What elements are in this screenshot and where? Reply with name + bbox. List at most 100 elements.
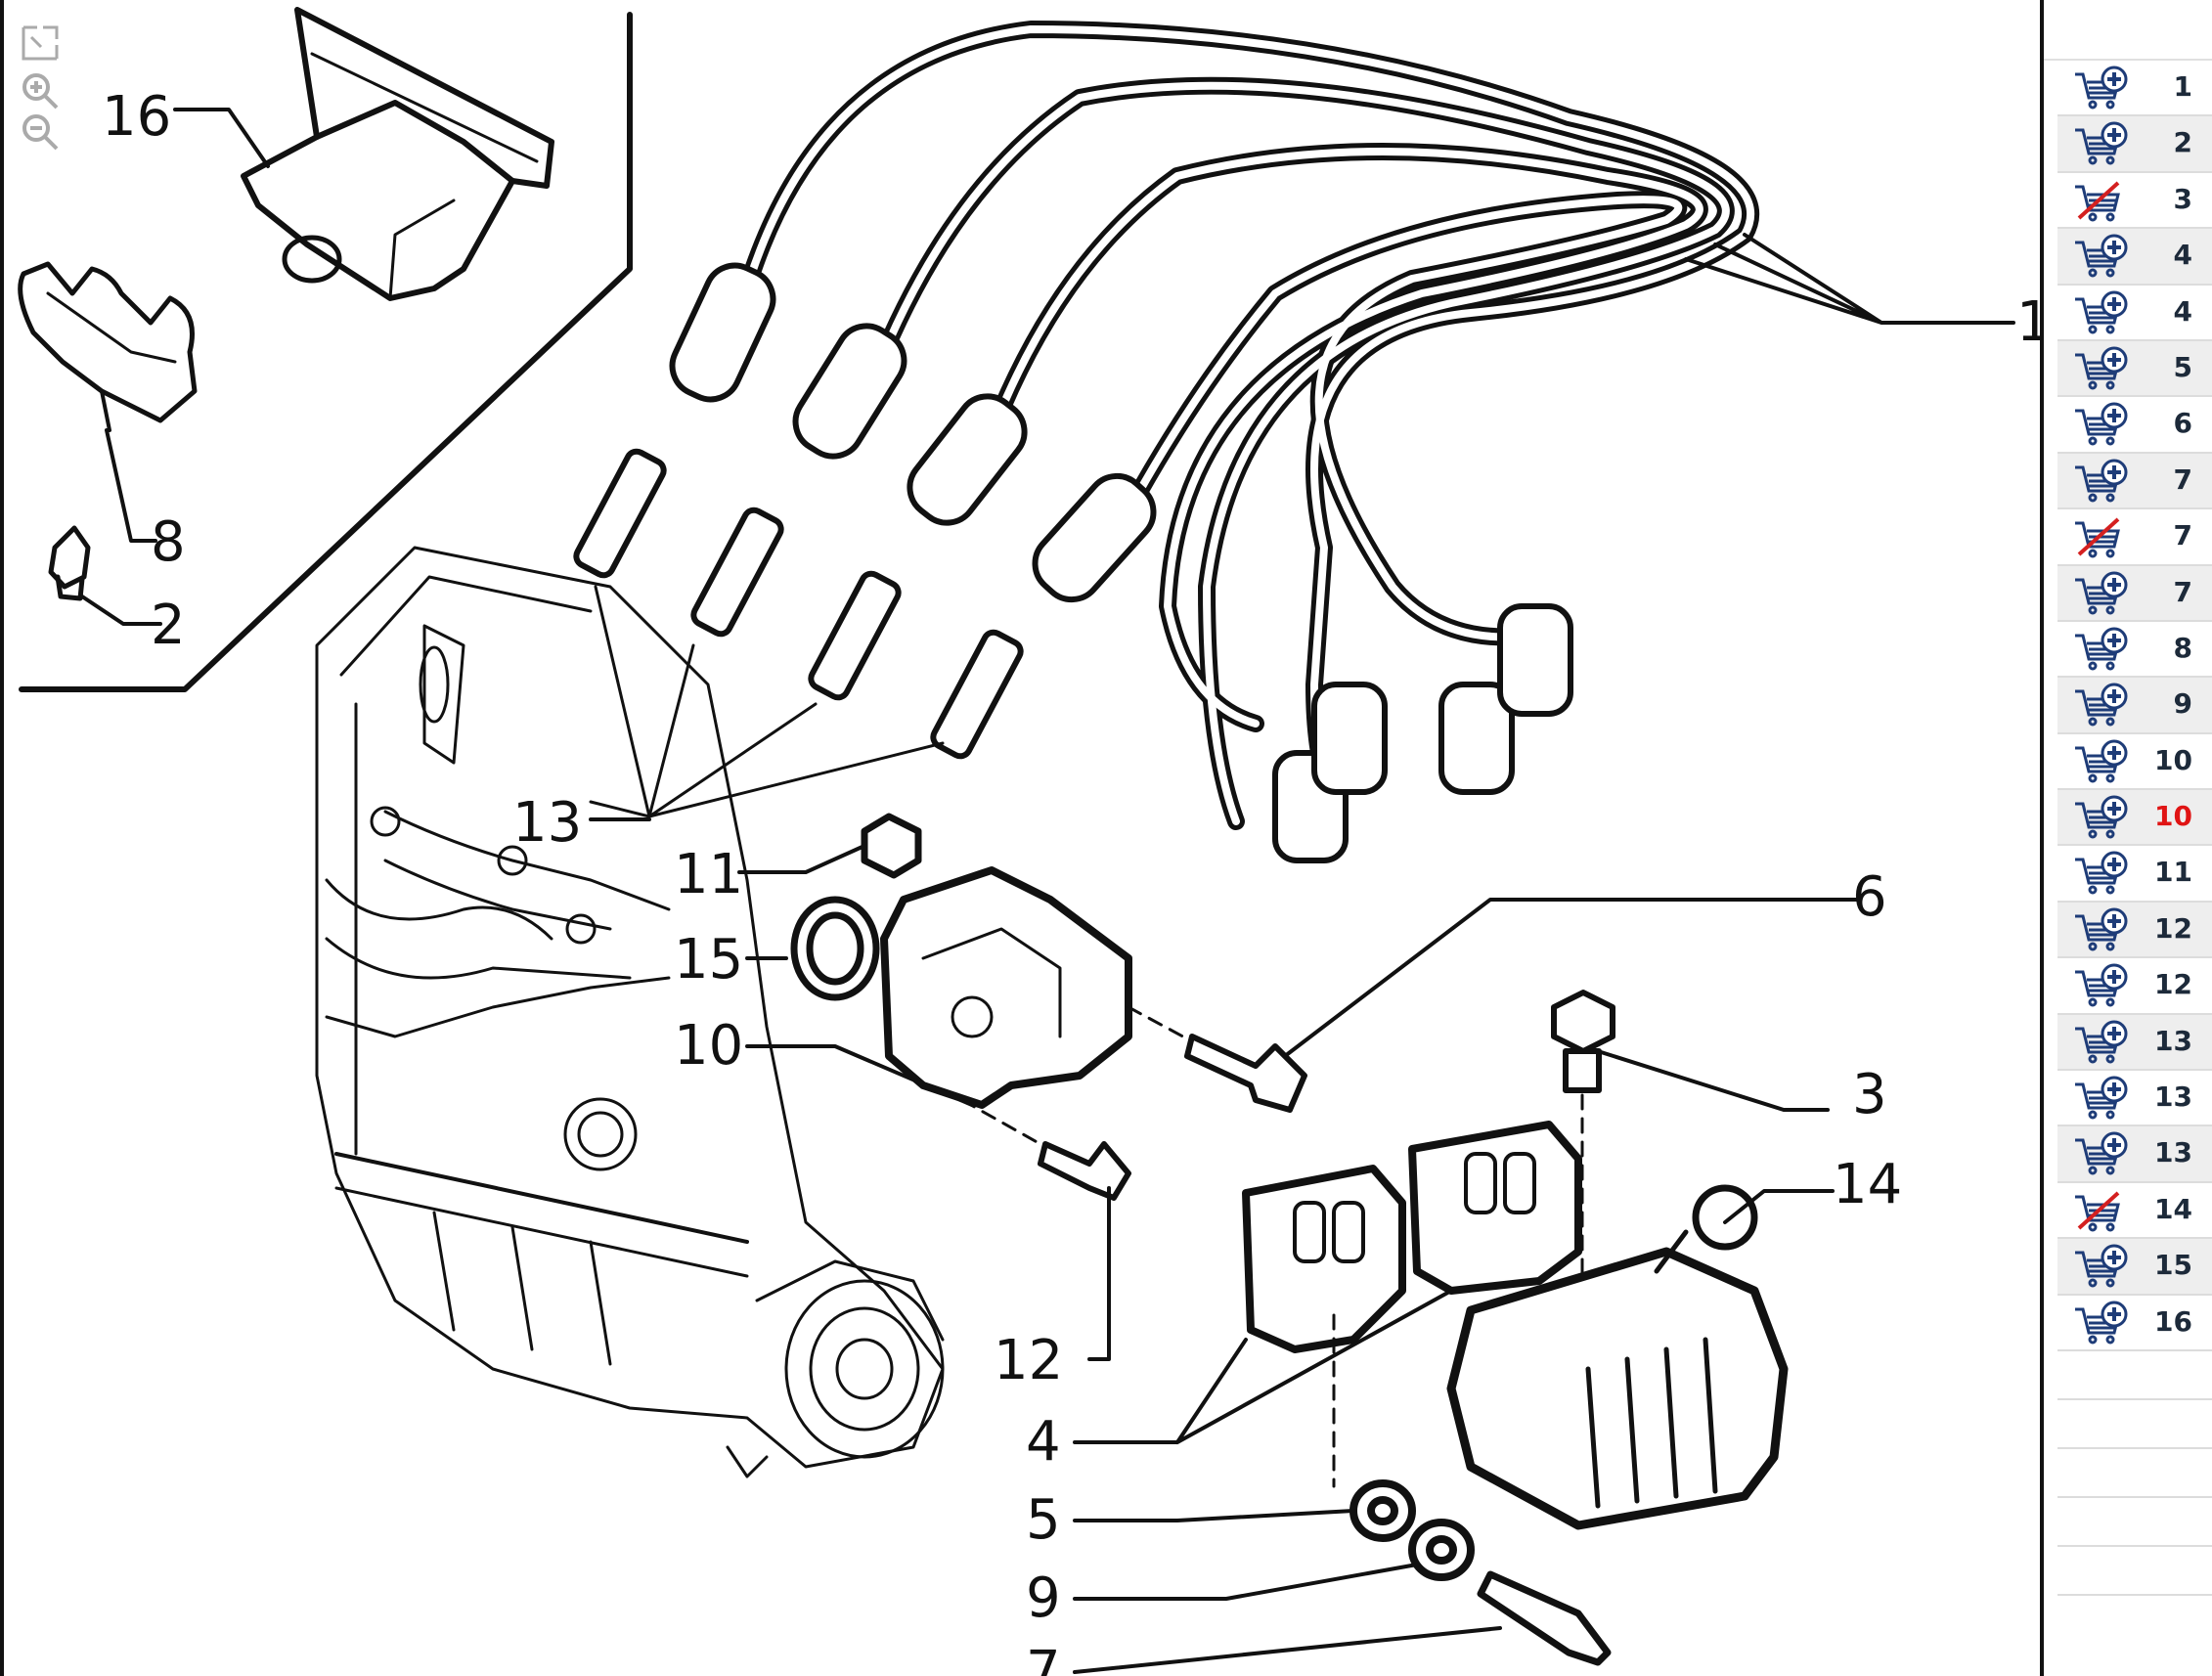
parts-list-row[interactable]: 12 [2057, 902, 2212, 959]
part-14-cover [1446, 1184, 1789, 1530]
callout-labels: 16821131115106312144597 [102, 85, 2040, 1676]
add-to-cart-icon[interactable] [2071, 1243, 2132, 1290]
part-ref-number: 8 [2173, 631, 2192, 664]
callout-3: 3 [1852, 1063, 1887, 1126]
callout-5: 5 [1026, 1488, 1061, 1552]
part-ref-number: 13 [2154, 1081, 2192, 1114]
add-to-cart-icon[interactable] [2071, 1130, 2132, 1177]
part-7-bolt [1477, 1570, 1612, 1666]
parts-list-row[interactable]: 14 [2057, 1183, 2212, 1240]
parts-list-row[interactable]: 7 [2057, 509, 2212, 566]
part-ref-number: 10 [2154, 800, 2192, 833]
part-ref-number: 4 [2173, 239, 2192, 272]
parts-list-row[interactable]: 10 [2057, 734, 2212, 791]
callout-14: 14 [1833, 1153, 1902, 1216]
parts-list-row[interactable]: 13 [2057, 1126, 2212, 1183]
parts-list-row[interactable]: 12 [2057, 958, 2212, 1015]
part-12-bolt [1038, 1141, 1131, 1201]
part-ref-number: 12 [2154, 911, 2192, 945]
parts-list-row[interactable]: 5 [2057, 340, 2212, 398]
part-ref-number: 14 [2154, 1192, 2192, 1225]
add-to-cart-icon[interactable] [2071, 233, 2132, 280]
part-ref-number: 15 [2154, 1249, 2192, 1282]
callout-13: 13 [512, 791, 582, 855]
part-5-washer [1349, 1479, 1416, 1542]
diagram-viewer[interactable]: 16821131115106312144597 [0, 0, 2044, 1676]
engine-block [315, 546, 945, 1478]
part-10-mounting-plate [880, 866, 1132, 1109]
cart-unavailable-icon [2071, 513, 2132, 560]
parts-list-row[interactable]: 3 [2057, 173, 2212, 230]
part-ref-number: 1 [2173, 70, 2192, 103]
add-to-cart-icon[interactable] [2071, 626, 2132, 673]
parts-list-row[interactable]: 11 [2057, 846, 2212, 903]
add-to-cart-icon[interactable] [2071, 962, 2132, 1009]
add-to-cart-icon[interactable] [2071, 738, 2132, 785]
parts-list-row[interactable]: 4 [2057, 286, 2212, 341]
add-to-cart-icon[interactable] [2071, 570, 2132, 617]
callout-6: 6 [1852, 865, 1887, 929]
part-ref-number: 12 [2154, 968, 2192, 1001]
fit-icon[interactable] [18, 20, 63, 65]
parts-list-row[interactable]: 4 [2057, 229, 2212, 286]
part-ref-number: 6 [2173, 407, 2192, 440]
parts-list-header [2044, 0, 2212, 61]
callout-8: 8 [151, 510, 186, 574]
add-to-cart-icon[interactable] [2071, 458, 2132, 505]
empty-list-row [2057, 1449, 2212, 1498]
callout-10: 10 [674, 1014, 743, 1078]
add-to-cart-icon[interactable] [2071, 120, 2132, 167]
add-to-cart-icon[interactable] [2071, 65, 2132, 111]
add-to-cart-icon[interactable] [2071, 682, 2132, 728]
add-to-cart-icon[interactable] [2071, 1075, 2132, 1122]
part-4-ignition-coils [1242, 1121, 1582, 1353]
part-ref-number: 16 [2154, 1304, 2192, 1338]
zoom-in-icon[interactable] [18, 68, 63, 113]
add-to-cart-icon[interactable] [2071, 1019, 2132, 1066]
add-to-cart-icon[interactable] [2071, 289, 2132, 336]
part-ref-number: 7 [2173, 463, 2192, 496]
parts-list-row[interactable]: 8 [2057, 622, 2212, 679]
part-ref-number: 13 [2154, 1024, 2192, 1057]
parts-list-row[interactable]: 9 [2057, 678, 2212, 734]
parts-list-row[interactable]: 10 [2057, 790, 2212, 847]
parts-list-row[interactable]: 16 [2057, 1296, 2212, 1351]
part-ref-number: 2 [2173, 126, 2192, 159]
zoom-out-icon[interactable] [18, 110, 63, 154]
parts-list-row[interactable]: 13 [2057, 1071, 2212, 1127]
part-ref-number: 3 [2173, 182, 2192, 215]
callout-7: 7 [1026, 1640, 1061, 1676]
add-to-cart-icon[interactable] [2071, 345, 2132, 392]
part-9-washer [1408, 1519, 1475, 1581]
add-to-cart-icon[interactable] [2071, 401, 2132, 448]
empty-list-row [2057, 1547, 2212, 1596]
callout-16: 16 [102, 85, 171, 149]
parts-list-row[interactable]: 1 [2057, 61, 2212, 117]
exploded-parts-diagram: 16821131115106312144597 [18, 7, 2040, 1676]
callout-11: 11 [674, 843, 743, 906]
parts-list-row[interactable]: 7 [2057, 565, 2212, 622]
parts-list-row[interactable]: 15 [2057, 1239, 2212, 1296]
empty-list-row [2057, 1498, 2212, 1547]
part-2-bolt [48, 525, 91, 601]
part-15-seal [790, 896, 880, 1001]
callout-15: 15 [674, 928, 743, 992]
part-ref-number: 13 [2154, 1136, 2192, 1169]
callout-2: 2 [151, 594, 186, 657]
parts-list-row[interactable]: 7 [2057, 453, 2212, 510]
part-11-nut [861, 813, 922, 879]
add-to-cart-icon[interactable] [2071, 850, 2132, 897]
part-16-bracket [241, 7, 554, 301]
add-to-cart-icon[interactable] [2071, 906, 2132, 953]
empty-list-row [2057, 1351, 2212, 1400]
callout-4: 4 [1026, 1410, 1061, 1474]
parts-list-row[interactable]: 2 [2057, 116, 2212, 173]
parts-list-row[interactable]: 13 [2057, 1014, 2212, 1072]
part-ref-number: 7 [2173, 575, 2192, 608]
add-to-cart-icon[interactable] [2071, 1300, 2132, 1346]
add-to-cart-icon[interactable] [2071, 794, 2132, 841]
parts-list-row[interactable]: 6 [2057, 397, 2212, 454]
callout-1: 1 [2016, 290, 2040, 354]
